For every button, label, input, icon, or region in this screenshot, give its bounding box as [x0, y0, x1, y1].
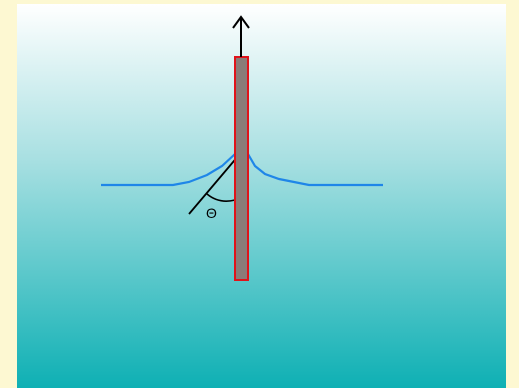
background-panel — [17, 4, 506, 388]
diagram-canvas: Θ — [17, 4, 506, 388]
plate — [234, 56, 249, 281]
water-surface-left — [101, 153, 236, 187]
arrow-head — [232, 15, 250, 29]
water-surface-right — [247, 153, 383, 187]
tangent-line — [188, 154, 240, 215]
angle-label: Θ — [206, 205, 217, 221]
wetting-plate-diagram: Θ — [17, 4, 506, 388]
arrow-up-icon — [232, 15, 250, 57]
angle-arc — [206, 193, 236, 202]
